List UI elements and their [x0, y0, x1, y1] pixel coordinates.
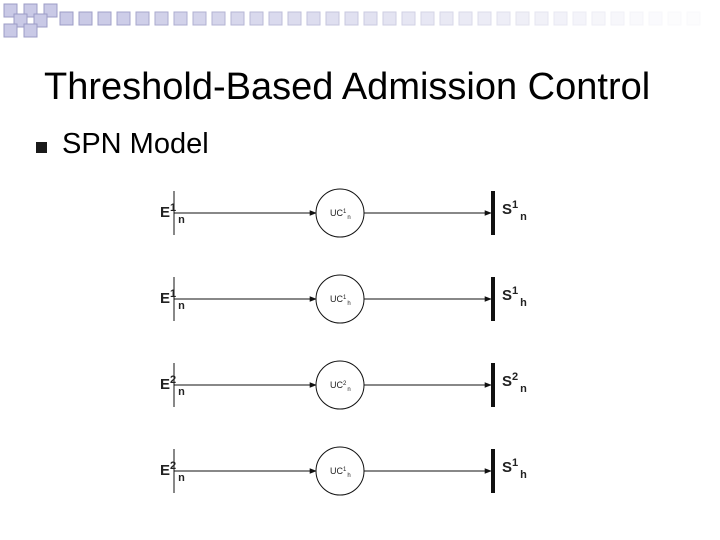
decorative-square	[344, 11, 359, 26]
decorative-square	[306, 11, 321, 26]
decorative-square	[173, 11, 188, 26]
decorative-square	[667, 11, 682, 26]
decorative-square	[439, 11, 454, 26]
decorative-square	[154, 11, 169, 26]
place-label: UC1n	[330, 208, 351, 221]
decorative-square	[97, 11, 112, 26]
decorative-square	[211, 11, 226, 26]
decorative-square	[3, 23, 18, 38]
output-transition-bar	[491, 363, 495, 407]
decorative-square	[629, 11, 644, 26]
decorative-square	[401, 11, 416, 26]
spn-row: E1n UC1h S1h	[160, 274, 527, 324]
spn-row: E2n UC1h S1h	[160, 446, 527, 496]
place-label: UC1h	[330, 466, 351, 479]
input-label: E1n	[160, 288, 185, 312]
decorative-square	[23, 23, 38, 38]
output-transition-bar	[491, 449, 495, 493]
bullet-text: SPN Model	[62, 128, 209, 160]
decorative-square	[135, 11, 150, 26]
output-label: S1h	[502, 457, 527, 481]
decorative-square	[363, 11, 378, 26]
decorative-square	[648, 11, 663, 26]
decorative-square	[534, 11, 549, 26]
decorative-square	[420, 11, 435, 26]
decorative-square	[610, 11, 625, 26]
decorative-square	[325, 11, 340, 26]
place-label: UC2n	[330, 380, 351, 393]
spn-row: E1n UC1n S1n	[160, 188, 527, 238]
decorative-square	[249, 11, 264, 26]
decorative-squares	[3, 3, 701, 38]
decorative-square	[287, 11, 302, 26]
output-label: S1h	[502, 285, 527, 309]
input-label: E2n	[160, 374, 185, 398]
decorative-square	[553, 11, 568, 26]
decorative-square	[230, 11, 245, 26]
decorative-square	[477, 11, 492, 26]
decorative-square	[686, 11, 701, 26]
decorative-square	[78, 11, 93, 26]
decorative-square	[515, 11, 530, 26]
decorative-square	[458, 11, 473, 26]
decorative-square	[572, 11, 587, 26]
decorative-square	[268, 11, 283, 26]
output-transition-bar	[491, 191, 495, 235]
input-label: E1n	[160, 202, 185, 226]
decorative-square	[382, 11, 397, 26]
bullet-square-icon	[36, 142, 47, 153]
decorative-square	[591, 11, 606, 26]
place-label: UC1h	[330, 294, 351, 307]
output-label: S2n	[502, 371, 527, 395]
decorative-square	[116, 11, 131, 26]
output-label: S1n	[502, 199, 527, 223]
decorative-square	[496, 11, 511, 26]
slide-title: Threshold-Based Admission Control	[44, 66, 651, 108]
input-label: E2n	[160, 460, 185, 484]
spn-row: E2n UC2n S2n	[160, 360, 527, 410]
output-transition-bar	[491, 277, 495, 321]
decorative-square	[59, 11, 74, 26]
decorative-square	[192, 11, 207, 26]
